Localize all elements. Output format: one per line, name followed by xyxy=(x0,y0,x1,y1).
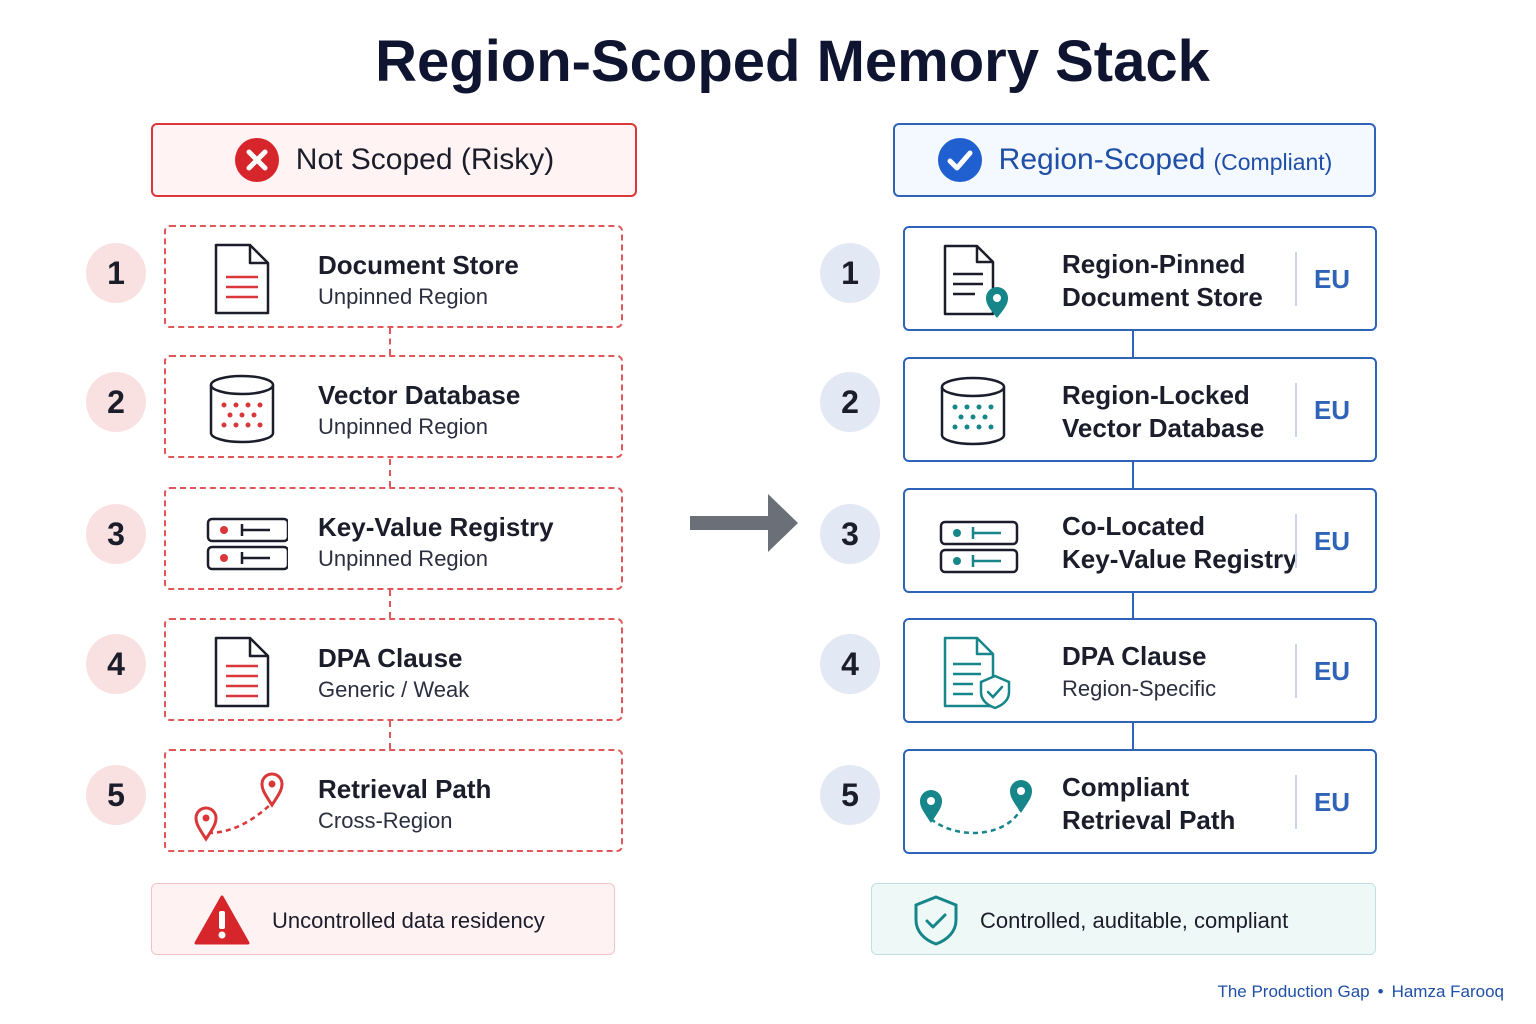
document-icon xyxy=(214,243,270,315)
card-title: Region-Locked xyxy=(1062,380,1250,410)
connector xyxy=(389,328,391,355)
step-number: 1 xyxy=(86,243,146,303)
connector xyxy=(389,459,391,487)
cross-region-path-icon xyxy=(194,772,284,842)
key-value-icon xyxy=(206,517,288,571)
card-title: Co-Located xyxy=(1062,511,1205,541)
right-card-compliant-retrieval-path: Compliant Retrieval Path EU xyxy=(903,749,1377,854)
card-title: Document Store xyxy=(318,250,519,280)
step-number: 3 xyxy=(820,504,880,564)
card-title: Vector Database xyxy=(318,380,521,410)
check-circle-icon xyxy=(937,138,982,182)
risk-footer: Uncontrolled data residency xyxy=(151,883,615,955)
step-number: 2 xyxy=(820,372,880,432)
card-title: Retrieval Path xyxy=(318,774,492,804)
compliant-footer: Controlled, auditable, compliant xyxy=(871,883,1376,955)
shield-check-icon xyxy=(914,895,958,946)
card-title: Region-Pinned xyxy=(1062,249,1246,279)
document-location-icon xyxy=(943,244,1008,318)
region-tag: EU xyxy=(1313,526,1351,556)
credit-separator: • xyxy=(1377,982,1384,1001)
step-number: 4 xyxy=(820,634,880,694)
card-subtitle: Unpinned Region xyxy=(318,414,489,439)
right-card-co-located-key-value-registry: Co-Located Key-Value Registry EU xyxy=(903,488,1377,593)
region-scoped-header-label: Region-Scoped xyxy=(998,143,1206,176)
step-number: 1 xyxy=(820,243,880,303)
card-title: DPA Clause xyxy=(1062,641,1207,671)
credit-line: The Production Gap • Hamza Farooq xyxy=(1217,982,1504,1002)
warning-icon xyxy=(194,895,250,945)
card-subtitle: Vector Database xyxy=(1062,413,1265,443)
step-number: 4 xyxy=(86,634,146,694)
right-card-region-pinned-document-store: Region-Pinned Document Store EU xyxy=(903,226,1377,331)
step-number: 2 xyxy=(86,372,146,432)
compliant-path-icon xyxy=(920,780,1032,835)
document-icon xyxy=(214,636,270,708)
credit-author: Hamza Farooq xyxy=(1391,982,1504,1001)
not-scoped-header-label: Not Scoped (Risky) xyxy=(295,143,555,176)
connector xyxy=(389,590,391,618)
connector xyxy=(1132,462,1134,489)
compliant-footer-text: Controlled, auditable, compliant xyxy=(980,908,1289,933)
card-subtitle: Region-Specific xyxy=(1062,676,1217,701)
card-title: Compliant xyxy=(1062,772,1190,802)
not-scoped-header: Not Scoped (Risky) xyxy=(151,123,637,197)
region-tag: EU xyxy=(1313,656,1351,686)
region-tag: EU xyxy=(1313,395,1351,425)
divider xyxy=(1295,644,1297,698)
card-title: DPA Clause xyxy=(318,643,463,673)
region-tag: EU xyxy=(1313,787,1351,817)
right-card-dpa-clause: DPA Clause Region-Specific EU xyxy=(903,618,1377,723)
credit-source: The Production Gap xyxy=(1217,982,1370,1001)
page-title: Region-Scoped Memory Stack xyxy=(375,29,1210,94)
step-number: 3 xyxy=(86,504,146,564)
card-subtitle: Cross-Region xyxy=(318,808,453,833)
divider xyxy=(1295,383,1297,437)
key-value-icon xyxy=(939,520,1019,574)
step-number: 5 xyxy=(820,765,880,825)
database-icon xyxy=(940,376,1006,446)
region-scoped-header: Region-Scoped (Compliant) xyxy=(893,123,1376,197)
card-subtitle: Key-Value Registry xyxy=(1062,544,1298,574)
connector xyxy=(1132,593,1134,619)
step-number: 5 xyxy=(86,765,146,825)
card-subtitle: Unpinned Region xyxy=(318,546,489,571)
card-subtitle: Retrieval Path xyxy=(1062,805,1236,835)
divider xyxy=(1295,514,1297,568)
connector xyxy=(1132,331,1134,357)
region-scoped-header-sub: (Compliant) xyxy=(1213,148,1333,175)
card-subtitle: Generic / Weak xyxy=(318,677,470,702)
left-card-vector-database: Vector Database Unpinned Region xyxy=(164,355,623,458)
card-subtitle: Unpinned Region xyxy=(318,284,489,309)
divider xyxy=(1295,252,1297,306)
connector xyxy=(389,721,391,749)
left-card-key-value-registry: Key-Value Registry Unpinned Region xyxy=(164,487,623,590)
card-subtitle: Document Store xyxy=(1062,282,1263,312)
transition-arrow-icon xyxy=(690,494,798,552)
left-card-retrieval-path: Retrieval Path Cross-Region xyxy=(164,749,623,852)
region-tag: EU xyxy=(1313,264,1351,294)
card-title: Key-Value Registry xyxy=(318,512,554,542)
divider xyxy=(1295,775,1297,829)
connector xyxy=(1132,723,1134,749)
left-card-dpa-clause: DPA Clause Generic / Weak xyxy=(164,618,623,721)
risk-footer-text: Uncontrolled data residency xyxy=(272,908,545,933)
error-x-icon xyxy=(234,138,279,182)
right-card-region-locked-vector-database: Region-Locked Vector Database EU xyxy=(903,357,1377,462)
left-card-document-store: Document Store Unpinned Region xyxy=(164,225,623,328)
document-shield-icon xyxy=(943,636,1011,710)
database-icon xyxy=(209,374,275,444)
